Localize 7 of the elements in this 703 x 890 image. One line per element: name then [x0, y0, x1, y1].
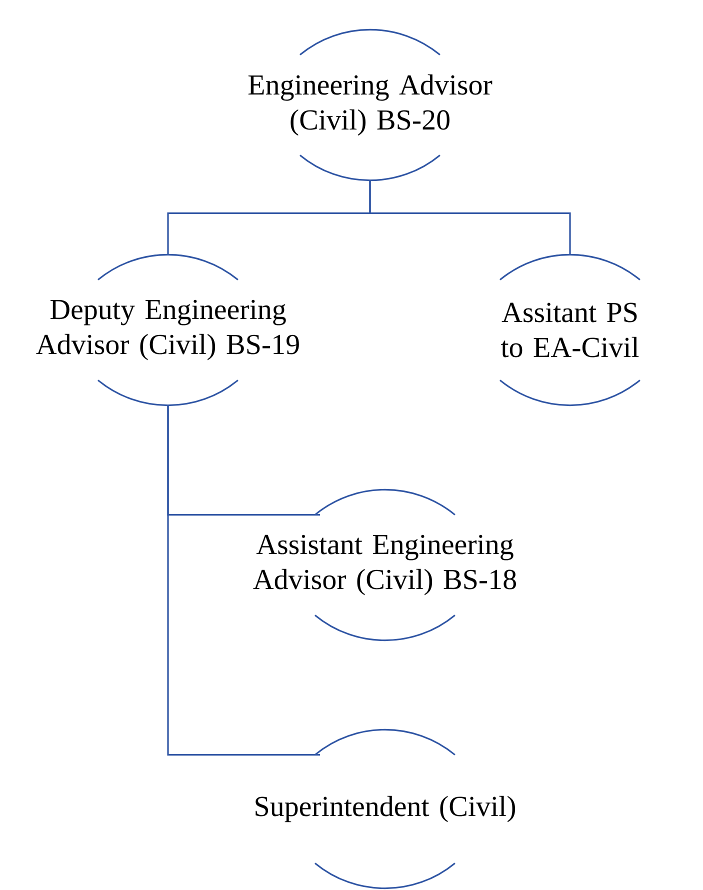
circle-node: Engineering Advisor (Civil) BS-20	[248, 28, 492, 182]
circle-node: Deputy Engineering Advisor (Civil) BS-19	[36, 254, 299, 406]
circle-node: Superintendent (Civil)	[256, 728, 516, 890]
connector-line	[167, 405, 320, 756]
connector-line	[369, 180, 571, 255]
circle-node: Assistant Engineering Advisor (Civil) BS-18	[253, 488, 516, 642]
circle-node: Assitant PS to EA-Civil	[500, 254, 640, 406]
